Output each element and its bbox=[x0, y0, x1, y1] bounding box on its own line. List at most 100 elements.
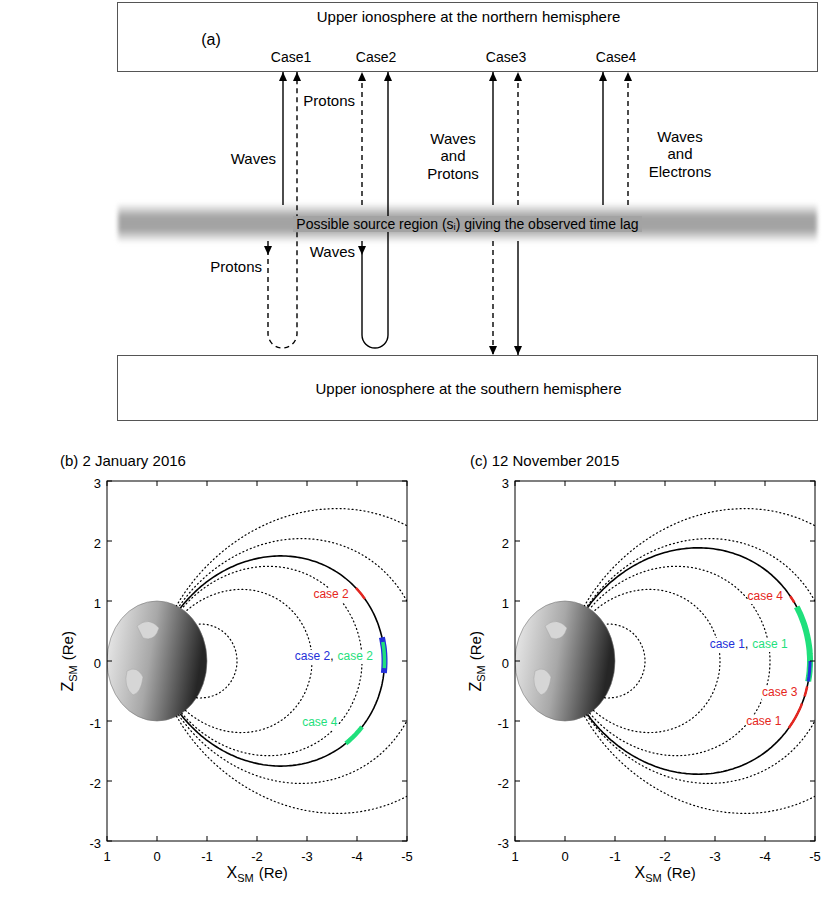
tick-mark bbox=[515, 836, 516, 841]
edge-label: Waves bbox=[231, 150, 276, 167]
tick-mark bbox=[107, 836, 108, 841]
edge-label-holder: Waves bbox=[310, 243, 355, 261]
event-segment bbox=[382, 637, 385, 673]
tick-mark bbox=[515, 601, 520, 602]
tick-mark bbox=[107, 841, 112, 842]
tick-label: 3 bbox=[502, 477, 509, 492]
event-segment bbox=[797, 607, 810, 682]
panel-title: (c) 12 November 2015 bbox=[470, 452, 619, 469]
tick-label-holder: 1 bbox=[511, 847, 518, 865]
tick-mark bbox=[515, 781, 520, 782]
tick-label-holder: 1 bbox=[502, 594, 509, 612]
ionosphere-box: Upper ionosphere at the southern hemisph… bbox=[117, 355, 818, 421]
tick-label: -2 bbox=[251, 850, 263, 865]
tick-mark bbox=[810, 841, 815, 842]
case-tag: case 2 bbox=[313, 588, 348, 602]
tick-mark bbox=[107, 781, 112, 782]
connector bbox=[362, 72, 388, 348]
tick-label-holder: -2 bbox=[251, 847, 263, 865]
dipole-field-line bbox=[179, 539, 407, 784]
tick-mark bbox=[615, 836, 616, 841]
case-annotation: case 2,case 2 bbox=[295, 646, 373, 664]
band-text: Possible source region (sᵢ) giving the o… bbox=[293, 216, 641, 232]
tick-label: 1 bbox=[103, 850, 110, 865]
dipole-field-line bbox=[177, 509, 408, 814]
tick-mark bbox=[257, 481, 258, 486]
tick-label: 1 bbox=[502, 597, 509, 612]
tick-label: -3 bbox=[709, 850, 721, 865]
dipole-field-line bbox=[590, 566, 770, 755]
event-segment bbox=[789, 704, 802, 729]
case-annotation: case 1,case 1 bbox=[710, 634, 788, 652]
case-label-holder: Case3 bbox=[486, 48, 526, 66]
tick-mark bbox=[402, 541, 407, 542]
case-annotation: case 2 bbox=[313, 584, 348, 602]
axis-text: X bbox=[227, 864, 238, 882]
panel-letter: (a) bbox=[201, 31, 221, 49]
traced-field-line bbox=[180, 556, 384, 766]
tick-mark bbox=[402, 601, 407, 602]
tick-label-holder: 2 bbox=[94, 534, 101, 552]
ionosphere-box: Upper ionosphere at the northern hemisph… bbox=[117, 2, 818, 72]
case-annotation: case 4 bbox=[748, 586, 783, 604]
tick-mark bbox=[565, 836, 566, 841]
case-tag: case 1 bbox=[752, 638, 787, 652]
tick-label-holder: 0 bbox=[94, 654, 101, 672]
edge-label: Protons bbox=[210, 258, 262, 275]
event-segment bbox=[808, 661, 810, 681]
tick-mark bbox=[515, 481, 516, 486]
tick-mark bbox=[107, 481, 112, 482]
axis-text: (Re) bbox=[259, 864, 288, 881]
connector bbox=[361, 72, 362, 205]
tick-mark bbox=[665, 481, 666, 486]
edge-label: Waves bbox=[310, 243, 355, 260]
tick-label-holder: 3 bbox=[94, 474, 101, 492]
mid-arrowhead bbox=[264, 246, 272, 255]
tick-label-holder: -1 bbox=[201, 847, 213, 865]
tick-label-holder: -2 bbox=[659, 847, 671, 865]
tick-mark bbox=[565, 481, 566, 486]
tick-label: -1 bbox=[497, 717, 509, 732]
tick-mark bbox=[810, 661, 815, 662]
tick-mark bbox=[307, 836, 308, 841]
tick-label: -3 bbox=[89, 837, 101, 852]
tick-label-holder: -1 bbox=[609, 847, 621, 865]
node-heading-holder: Upper ionosphere at the northern hemisph… bbox=[317, 8, 621, 26]
case-label: Case3 bbox=[486, 49, 526, 65]
dipole-field-line bbox=[593, 589, 720, 732]
panel-letter-holder: (a) bbox=[201, 31, 221, 49]
tick-label-holder: -1 bbox=[497, 714, 509, 732]
tick-label: 2 bbox=[94, 537, 101, 552]
axis-title: XSM (Re) bbox=[227, 864, 288, 885]
edge-label: Protons bbox=[303, 92, 355, 109]
dipole-field-line bbox=[197, 624, 238, 698]
tick-mark bbox=[107, 661, 112, 662]
axis-title: ZSM(Re) bbox=[467, 631, 488, 691]
tick-mark bbox=[402, 781, 407, 782]
case-label: Case2 bbox=[356, 49, 396, 65]
tick-mark bbox=[810, 781, 815, 782]
connector bbox=[627, 72, 628, 205]
tick-mark bbox=[810, 541, 815, 542]
tick-mark bbox=[515, 541, 520, 542]
tick-label: 0 bbox=[502, 657, 509, 672]
case-tag: , bbox=[330, 650, 333, 664]
tick-mark bbox=[157, 836, 158, 841]
axis-subscript: SM bbox=[237, 872, 254, 885]
tick-mark bbox=[515, 481, 520, 482]
case-annotation: case 3 bbox=[762, 682, 797, 700]
connector bbox=[517, 241, 518, 355]
case-label-holder: Case1 bbox=[271, 48, 311, 66]
edge-label: Waves and Electrons bbox=[649, 128, 712, 180]
tick-mark bbox=[515, 721, 520, 722]
node-heading-holder: Upper ionosphere at the southern hemisph… bbox=[315, 380, 621, 398]
event-segment bbox=[805, 686, 808, 696]
tick-mark bbox=[407, 481, 408, 486]
case-tag: case 1 bbox=[710, 638, 745, 652]
tick-label-holder: -5 bbox=[809, 847, 821, 865]
tick-mark bbox=[357, 836, 358, 841]
case-label-holder: Case2 bbox=[356, 48, 396, 66]
tick-label-holder: 1 bbox=[94, 594, 101, 612]
